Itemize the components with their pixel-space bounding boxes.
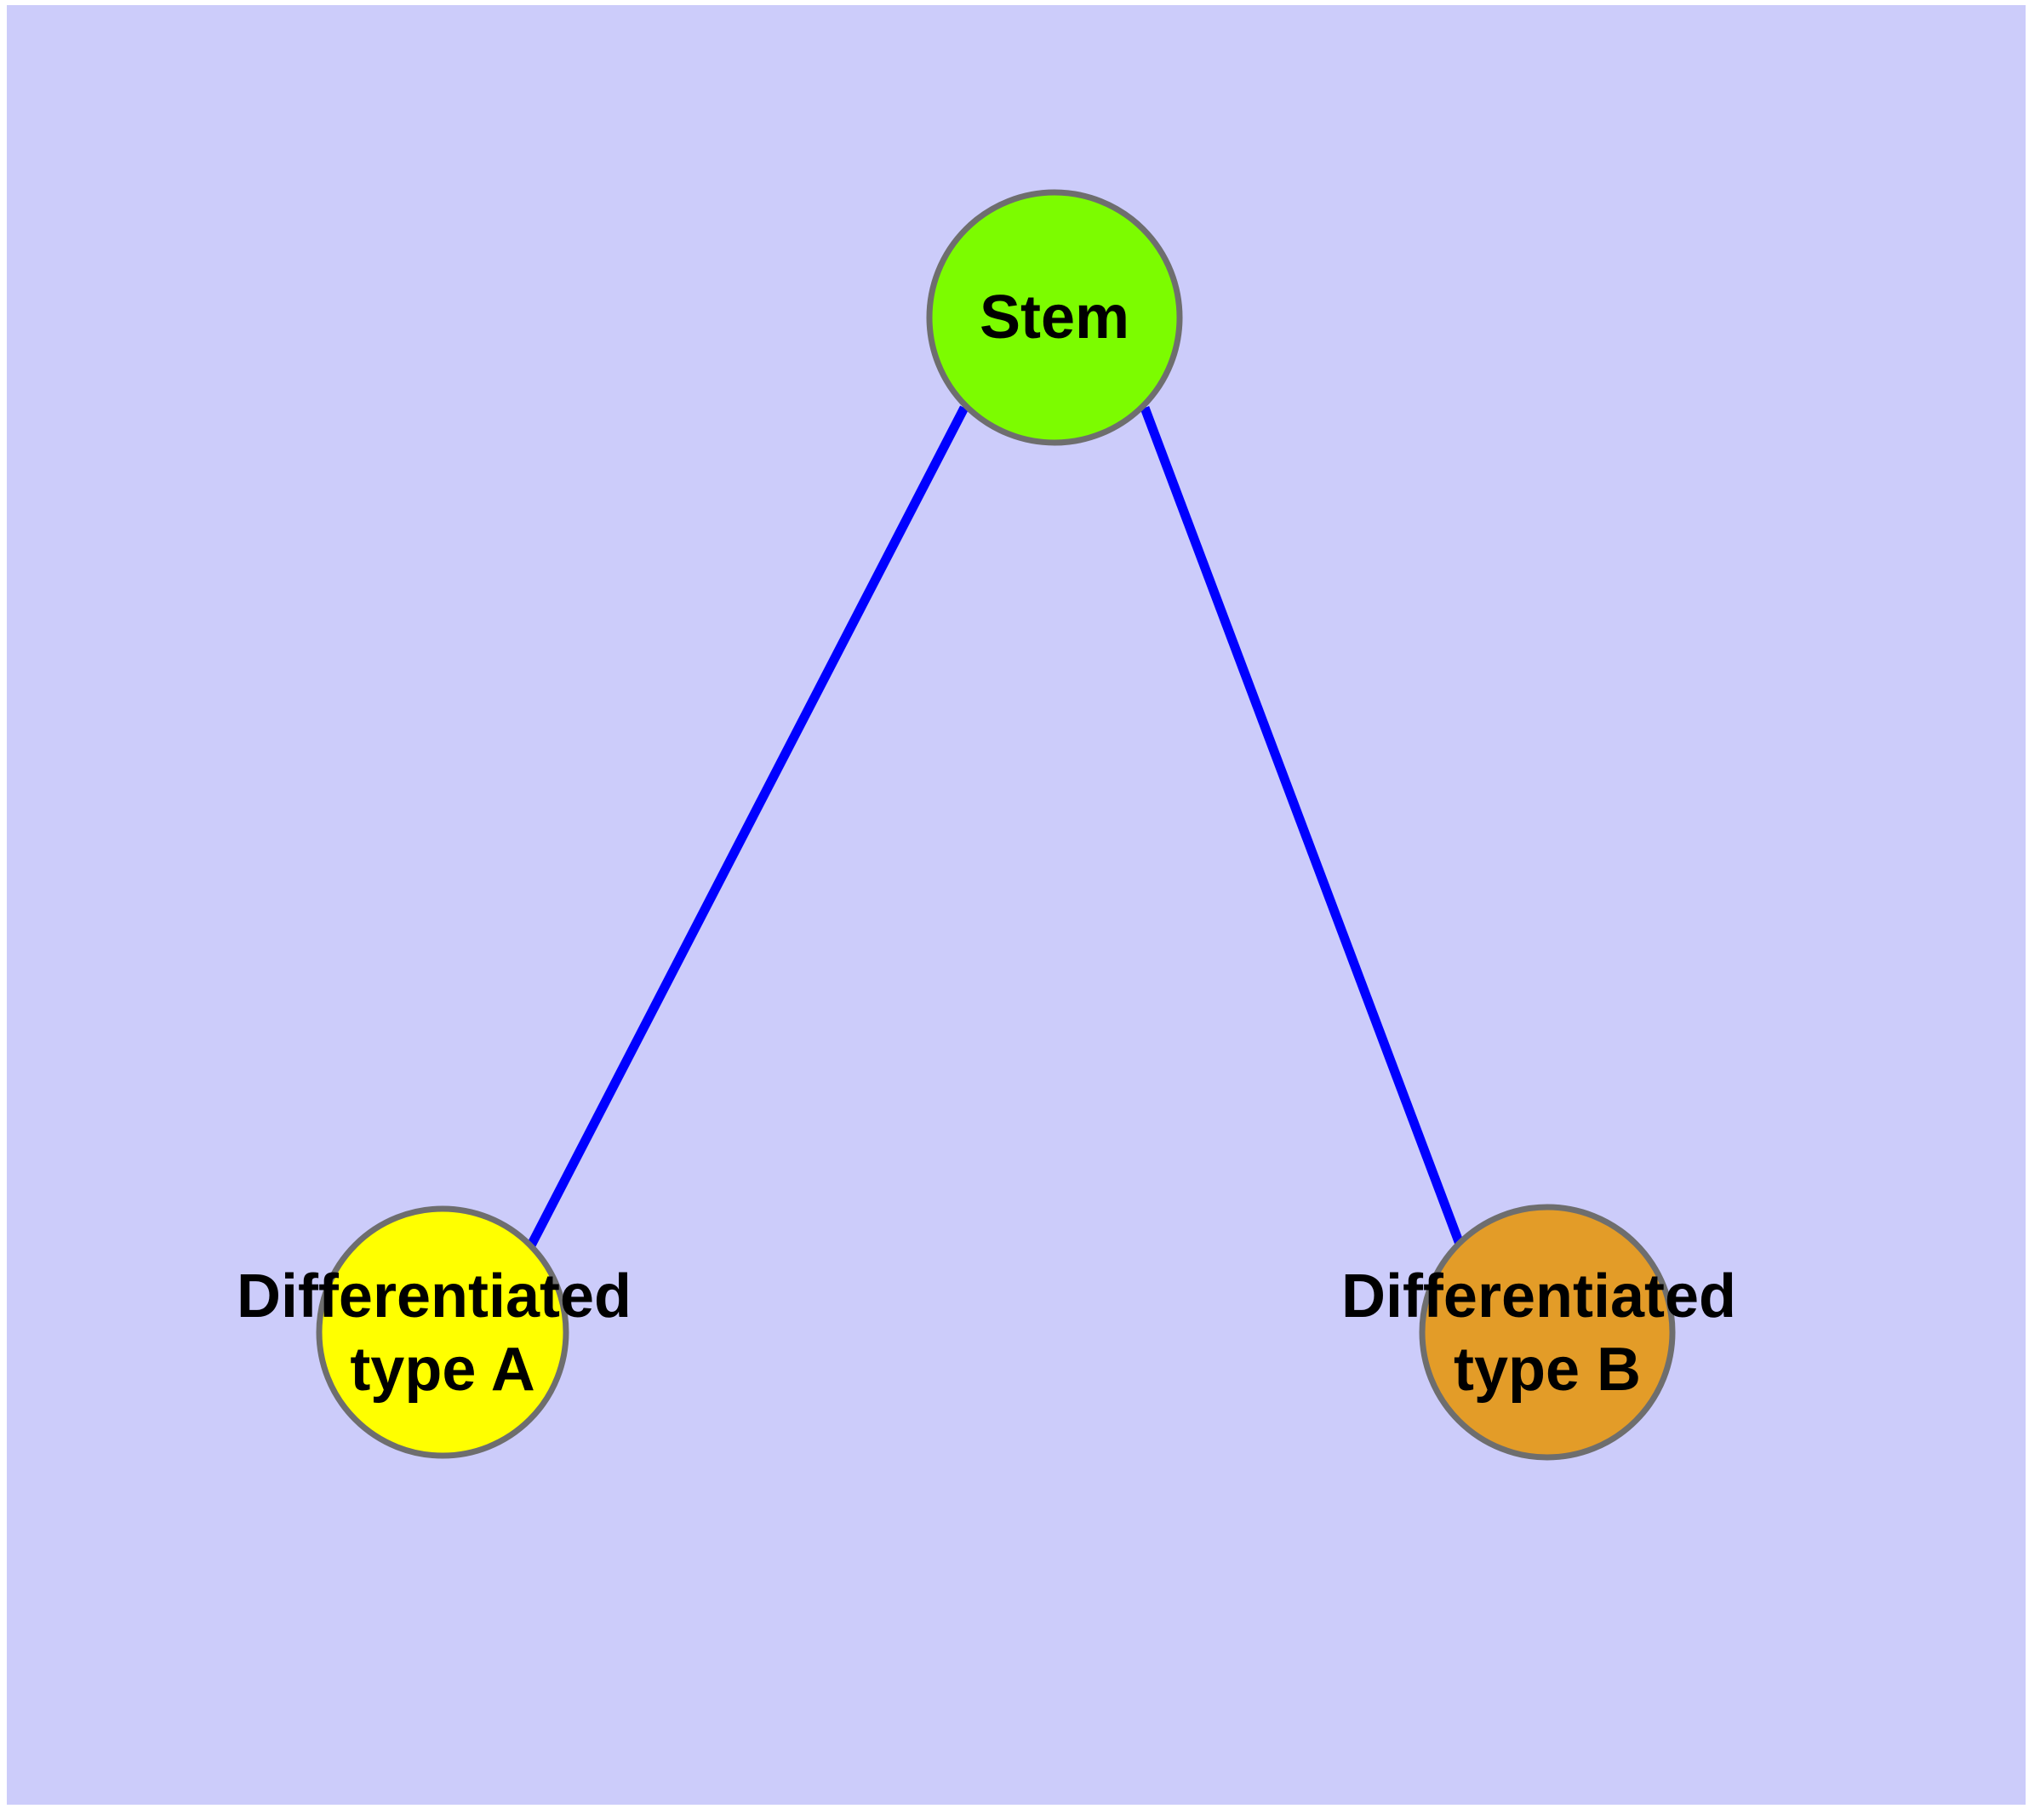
node-label-stem-line-1: Stem: [980, 283, 1129, 352]
node-label-stem: Stem: [980, 283, 1129, 352]
node-label-layer: Stem Differentiated type A Differentiate…: [237, 283, 1753, 1404]
node-circle-diff-b[interactable]: [1419, 1204, 1676, 1461]
edge-stem-diff-a[interactable]: [527, 405, 969, 1248]
node-layer: [316, 189, 1676, 1461]
edge-layer: [527, 405, 1466, 1248]
edge-stem-diff-b[interactable]: [1140, 406, 1466, 1248]
node-label-diff-b-line-1: Differentiated: [1341, 1262, 1736, 1331]
node-circle-diff-a[interactable]: [316, 1205, 569, 1459]
node-label-diff-b-line-2: type B: [1454, 1336, 1641, 1404]
node-label-diff-b: Differentiated type B: [1341, 1262, 1753, 1404]
node-label-diff-a: Differentiated type A: [237, 1262, 649, 1404]
node-circle-stem[interactable]: [926, 189, 1183, 446]
node-label-diff-a-line-2: type A: [350, 1336, 534, 1404]
node-label-diff-a-line-1: Differentiated: [237, 1262, 632, 1331]
